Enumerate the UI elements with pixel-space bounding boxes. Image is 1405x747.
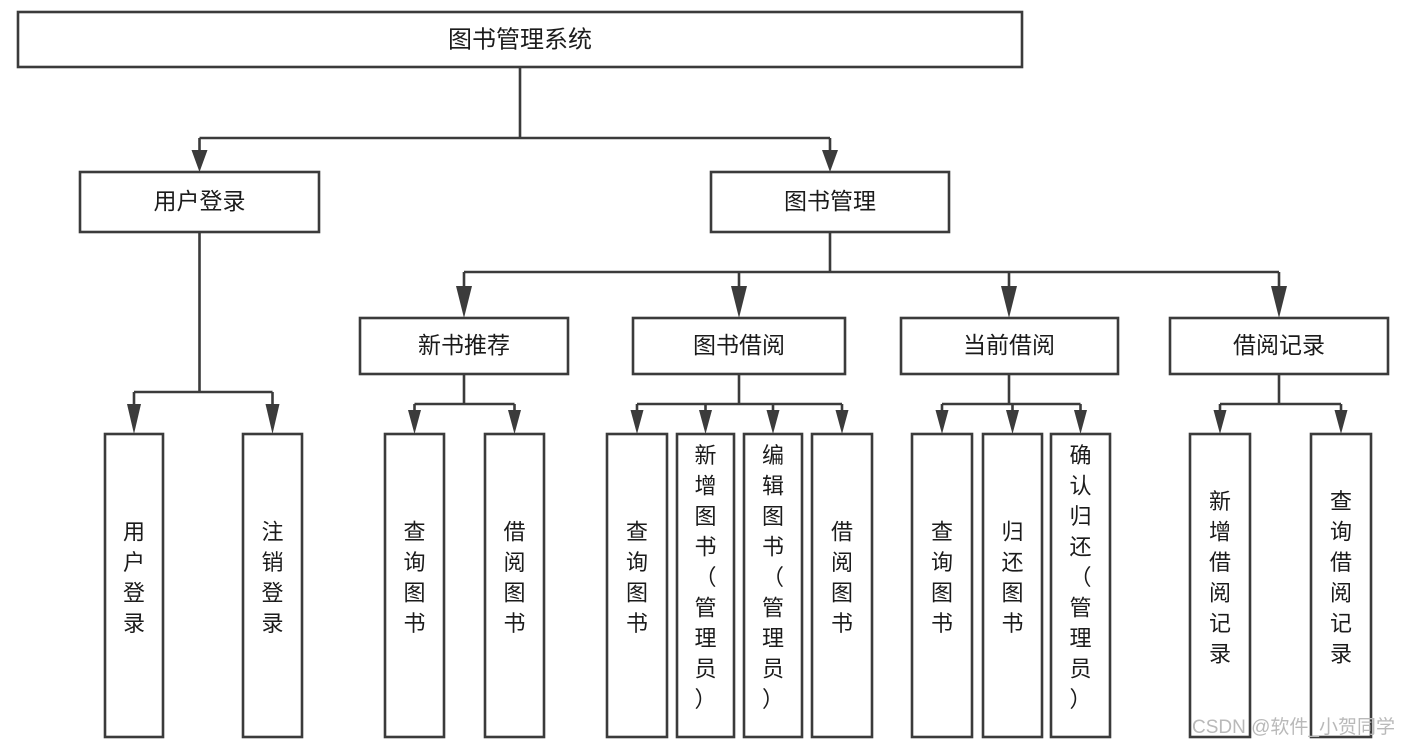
- leaf-node-edit-book-admin-label: 编辑图书（管理员）: [762, 443, 784, 712]
- leaf-node-logout-login-label: 注销登录: [261, 519, 283, 636]
- leaf-node-add-book-admin-box[interactable]: [675, 432, 736, 739]
- node-user-login[interactable]: 用户登录: [78, 170, 321, 234]
- arrow-leaf-query-borrow-record: [1334, 410, 1348, 434]
- arrow-leaf-add-book-admin: [699, 410, 712, 434]
- node-new-book-recommend[interactable]: 新书推荐: [358, 316, 570, 376]
- arrow-leaf-add-borrow-record: [1213, 410, 1227, 434]
- connectors-borrow-record-to-leaves: [1213, 374, 1348, 434]
- csdn-watermark: CSDN @软件_小贺同学: [1192, 716, 1395, 738]
- arrow-leaf-return-book: [1006, 410, 1019, 434]
- connectors-new-book-to-leaves: [408, 374, 521, 434]
- arrow-leaf-logout-login: [265, 404, 280, 434]
- arrow-book-management: [822, 150, 838, 172]
- connectors-root-to-level2: [191, 67, 838, 172]
- connectors-user-login-to-leaves: [127, 232, 280, 434]
- arrow-leaf-confirm-return-admin: [1074, 410, 1087, 434]
- arrow-user-login: [191, 150, 208, 172]
- leaf-node-return-book[interactable]: 归还图书: [981, 432, 1044, 739]
- leaf-node-user-login-box[interactable]: [103, 432, 165, 739]
- node-book-borrow-label: 图书借阅: [693, 332, 785, 358]
- arrow-book-borrow: [731, 286, 747, 318]
- leaf-node-borrow-book-1-label: 借阅图书: [503, 519, 525, 636]
- leaf-node-confirm-return-admin-label: 确认归还（管理员）: [1069, 443, 1091, 712]
- node-root-box[interactable]: [16, 10, 1024, 69]
- node-root-book-management-system[interactable]: 图书管理系统: [16, 10, 1024, 69]
- node-borrow-record-box[interactable]: [1168, 316, 1390, 376]
- leaf-node-user-login-label: 用户登录: [123, 519, 145, 636]
- arrow-leaf-query-book-3: [935, 410, 949, 434]
- node-new-book-recommend-label: 新书推荐: [418, 332, 510, 358]
- leaf-node-confirm-return-admin[interactable]: 确认归还（管理员）: [1049, 432, 1112, 739]
- node-book-borrow-box[interactable]: [631, 316, 847, 376]
- leaf-node-borrow-book-2[interactable]: 借阅图书: [810, 432, 874, 739]
- leaf-node-query-book-2-label: 查询图书: [626, 519, 648, 636]
- leaf-node-query-borrow-record-label: 查询借阅记录: [1330, 489, 1352, 667]
- leaf-node-query-book-1-box[interactable]: [383, 432, 446, 739]
- leaf-node-borrow-book-2-box[interactable]: [810, 432, 874, 739]
- arrow-leaf-query-book-1: [408, 410, 421, 434]
- leaf-node-add-borrow-record-box[interactable]: [1188, 432, 1252, 739]
- arrow-leaf-user-login: [127, 404, 141, 434]
- leaf-node-query-borrow-record[interactable]: 查询借阅记录: [1309, 432, 1373, 739]
- leaf-node-query-book-2[interactable]: 查询图书: [605, 432, 669, 739]
- leaf-node-add-book-admin-label: 新增图书（管理员）: [694, 443, 716, 712]
- leaf-node-logout-login[interactable]: 注销登录: [241, 432, 304, 739]
- node-book-management-box[interactable]: [709, 170, 951, 234]
- leaf-node-borrow-book-1[interactable]: 借阅图书: [483, 432, 546, 739]
- node-root-label: 图书管理系统: [448, 26, 592, 53]
- arrow-current-borrow: [1001, 286, 1017, 318]
- leaf-node-add-borrow-record-label: 新增借阅记录: [1209, 489, 1231, 667]
- node-user-login-box[interactable]: [78, 170, 321, 234]
- node-current-borrow-label: 当前借阅: [963, 332, 1055, 358]
- connectors-current-borrow-to-leaves: [935, 374, 1087, 434]
- leaf-node-query-book-3[interactable]: 查询图书: [910, 432, 974, 739]
- node-current-borrow[interactable]: 当前借阅: [899, 316, 1120, 376]
- node-book-borrow[interactable]: 图书借阅: [631, 316, 847, 376]
- node-book-management-label: 图书管理: [784, 188, 876, 214]
- arrow-new-book-recommend: [456, 286, 472, 318]
- node-borrow-record-label: 借阅记录: [1233, 332, 1325, 358]
- leaf-node-add-borrow-record[interactable]: 新增借阅记录: [1188, 432, 1252, 739]
- arrow-leaf-borrow-book-2: [835, 410, 849, 434]
- node-book-management[interactable]: 图书管理: [709, 170, 951, 234]
- node-new-book-recommend-box[interactable]: [358, 316, 570, 376]
- leaf-node-add-book-admin[interactable]: 新增图书（管理员）: [675, 432, 736, 739]
- leaf-node-query-book-2-box[interactable]: [605, 432, 669, 739]
- arrow-leaf-query-book-2: [630, 410, 644, 434]
- leaf-node-edit-book-admin[interactable]: 编辑图书（管理员）: [742, 432, 804, 739]
- leaf-node-query-book-1-label: 查询图书: [403, 519, 425, 636]
- leaf-node-user-login[interactable]: 用户登录: [103, 432, 165, 739]
- leaf-node-return-book-box[interactable]: [981, 432, 1044, 739]
- leaf-node-borrow-book-2-label: 借阅图书: [831, 519, 853, 636]
- leaf-node-query-borrow-record-box[interactable]: [1309, 432, 1373, 739]
- leaf-node-query-book-3-label: 查询图书: [931, 519, 953, 636]
- leaf-node-return-book-label: 归还图书: [1001, 519, 1023, 636]
- arrow-leaf-edit-book-admin: [766, 410, 780, 434]
- connectors-book-management-to-level3: [456, 232, 1287, 318]
- leaf-node-borrow-book-1-box[interactable]: [483, 432, 546, 739]
- node-current-borrow-box[interactable]: [899, 316, 1120, 376]
- leaf-node-query-book-1[interactable]: 查询图书: [383, 432, 446, 739]
- leaf-node-edit-book-admin-box[interactable]: [742, 432, 804, 739]
- leaf-node-logout-login-box[interactable]: [241, 432, 304, 739]
- arrow-borrow-record: [1271, 286, 1287, 318]
- node-borrow-record[interactable]: 借阅记录: [1168, 316, 1390, 376]
- arrow-leaf-borrow-book-1: [508, 410, 521, 434]
- leaf-node-query-book-3-box[interactable]: [910, 432, 974, 739]
- leaf-node-confirm-return-admin-box[interactable]: [1049, 432, 1112, 739]
- node-user-login-label: 用户登录: [154, 188, 246, 214]
- connectors-book-borrow-to-leaves: [630, 374, 849, 434]
